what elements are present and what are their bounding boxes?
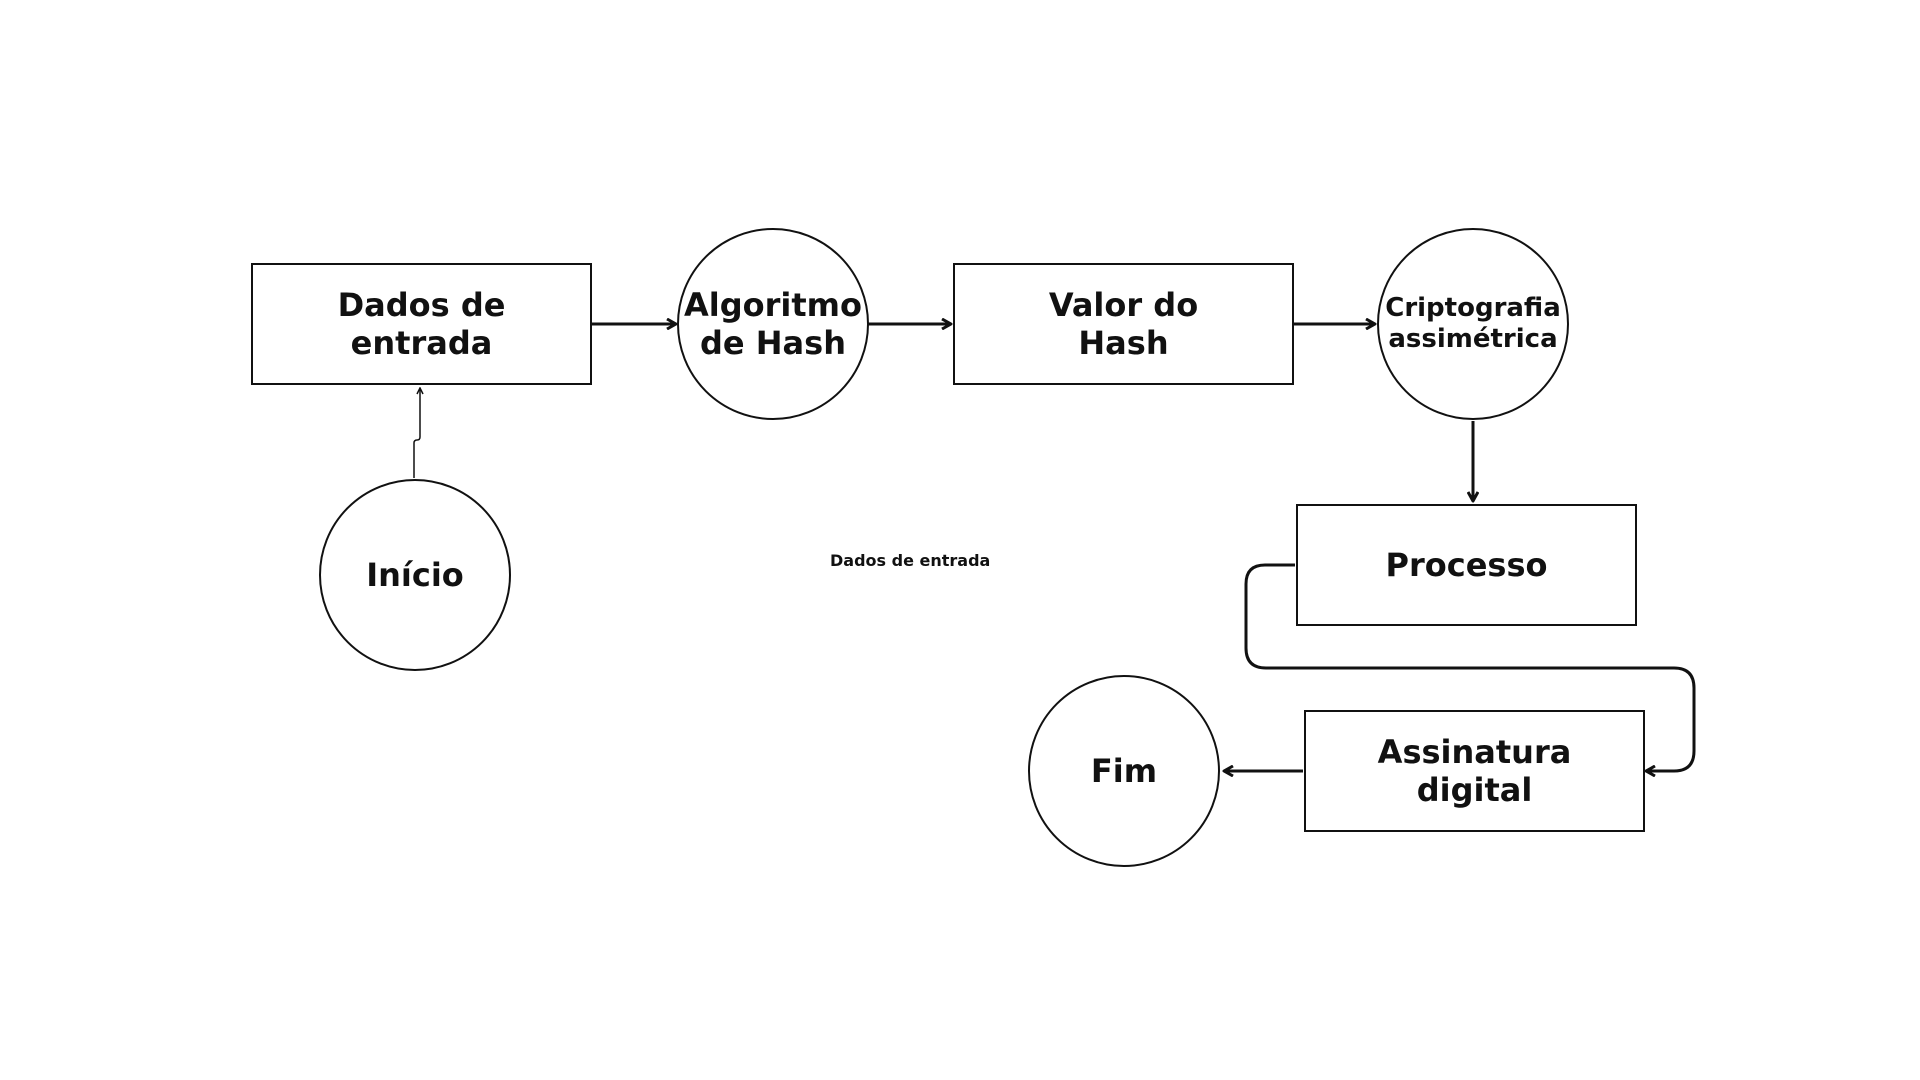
assinatura-digital-node[interactable]: Assinatura digital — [1304, 710, 1645, 832]
edge-processo-to-assinatura — [1244, 563, 1696, 771]
valor-hash-node[interactable]: Valor do Hash — [953, 263, 1294, 385]
inicio-label: Início — [366, 555, 464, 594]
processo-label: Processo — [1385, 545, 1548, 584]
processo-node[interactable]: Processo — [1296, 504, 1637, 626]
dados-entrada-label: Dados de entrada — [337, 285, 506, 362]
fim-node[interactable]: Fim — [1028, 675, 1220, 867]
inicio-node[interactable]: Início — [319, 479, 511, 671]
criptografia-node[interactable]: Criptografia assimétrica — [1377, 228, 1569, 420]
edge-inicio-to-dados-entrada — [413, 388, 420, 478]
assinatura-digital-label: Assinatura digital — [1377, 732, 1572, 809]
algoritmo-hash-label: Algoritmo de Hash — [684, 285, 862, 362]
fim-label: Fim — [1090, 751, 1158, 790]
valor-hash-label: Valor do Hash — [1048, 285, 1199, 362]
criptografia-label: Criptografia assimétrica — [1385, 292, 1561, 354]
dados-entrada-node[interactable]: Dados de entrada — [251, 263, 592, 385]
loose-text-label: Dados de entrada — [830, 551, 991, 570]
algoritmo-hash-node[interactable]: Algoritmo de Hash — [677, 228, 869, 420]
